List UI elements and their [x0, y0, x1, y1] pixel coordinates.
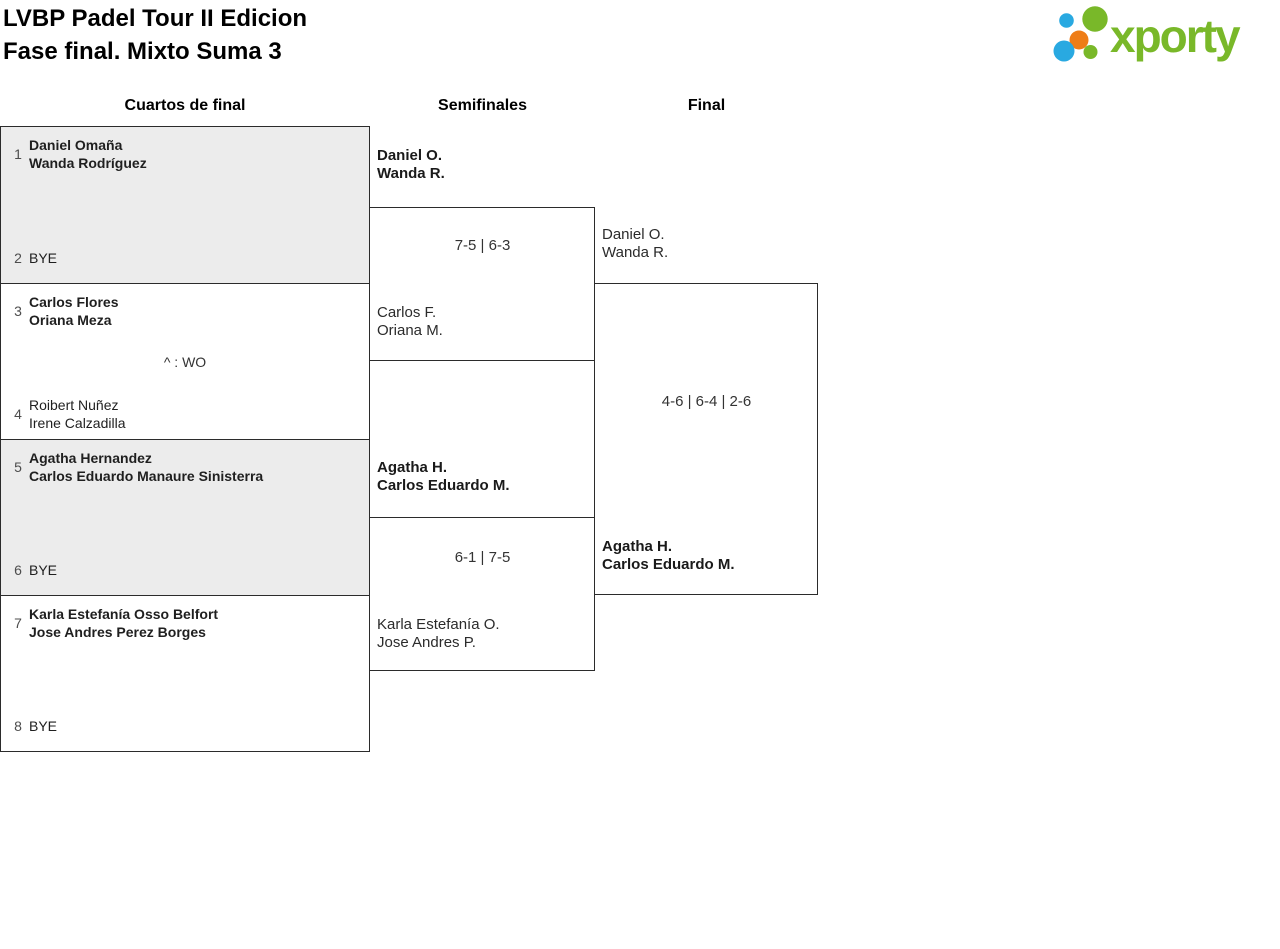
team-name-line: Daniel Omaña [29, 137, 123, 153]
tournament-title-line1: LVBP Padel Tour II Edicion [3, 5, 308, 32]
qf4-top-team: Karla Estefanía Osso Belfort Jose Andres… [29, 605, 218, 641]
sf2-bottom-team: Karla Estefanía O. Jose Andres P. [377, 616, 500, 652]
qf2-top-team: Carlos Flores Oriana Meza [29, 293, 118, 329]
team-name-line: Wanda R. [377, 165, 445, 182]
sf-match-2[interactable] [369, 517, 595, 671]
qf3-bottom-entry: 6 BYE [7, 552, 361, 588]
round-header-cuartos: Cuartos de final [124, 97, 246, 114]
team-name-line: Agatha Hernandez [29, 450, 152, 466]
team-name-line: Daniel O. [377, 147, 443, 164]
team-name-line: Carlos Eduardo M. [602, 556, 735, 573]
qf1-bottom-seed: 2 [14, 250, 22, 266]
team-name-line: Carlos Eduardo Manaure Sinisterra [29, 468, 264, 484]
qf-match-2[interactable]: 3 Carlos Flores Oriana Meza ^ : WO 4 Roi… [0, 283, 370, 440]
team-name-line: Wanda Rodríguez [29, 155, 147, 171]
team-name-line: Wanda R. [602, 244, 669, 261]
qf4-bottom-entry: 8 BYE [7, 708, 361, 744]
tournament-title: LVBP Padel Tour II Edicion Fase final. M… [3, 2, 307, 68]
final-match[interactable] [594, 283, 818, 595]
team-name-line: Oriana M. [377, 322, 443, 339]
team-name-line: Carlos Eduardo M. [377, 477, 510, 494]
qf1-top-team: Daniel Omaña Wanda Rodríguez [29, 136, 147, 172]
team-name-line: Agatha H. [377, 459, 448, 476]
qf4-bottom-team: BYE [29, 717, 57, 735]
qf3-bottom-seed: 6 [14, 562, 22, 578]
qf2-bottom-entry: 4 Roibert Nuñez Irene Calzadilla [7, 396, 361, 432]
team-name-line: Jose Andres P. [377, 634, 476, 651]
team-name-line: Oriana Meza [29, 312, 112, 328]
team-name-line: BYE [29, 718, 58, 734]
final-winner-team: Agatha H. Carlos Eduardo M. [602, 538, 735, 574]
qf-match-3[interactable]: 5 Agatha Hernandez Carlos Eduardo Manaur… [0, 439, 370, 596]
sf1-top-team: Daniel O. Wanda R. [377, 147, 445, 183]
qf2-top-entry: 3 Carlos Flores Oriana Meza [7, 293, 361, 329]
team-name-line: Irene Calzadilla [29, 415, 126, 431]
team-name-line: Jose Andres Perez Borges [29, 624, 206, 640]
team-name-line: Agatha H. [602, 538, 673, 555]
qf3-top-team: Agatha Hernandez Carlos Eduardo Manaure … [29, 449, 263, 485]
sf2-score: 6-1 | 7-5 [454, 549, 511, 566]
qf3-top-entry: 5 Agatha Hernandez Carlos Eduardo Manaur… [7, 449, 361, 485]
final-top-team: Daniel O. Wanda R. [602, 226, 668, 262]
qf-match-4[interactable]: 7 Karla Estefanía Osso Belfort Jose Andr… [0, 595, 370, 752]
qf1-bottom-team: BYE [29, 249, 57, 267]
qf3-bottom-team: BYE [29, 561, 57, 579]
qf2-bottom-seed: 4 [14, 406, 22, 422]
logo-dot-orange [1069, 30, 1089, 50]
team-name-line: BYE [29, 250, 58, 266]
sf1-score: 7-5 | 6-3 [454, 237, 511, 254]
qf4-top-entry: 7 Karla Estefanía Osso Belfort Jose Andr… [7, 605, 361, 641]
qf1-top-entry: 1 Daniel Omaña Wanda Rodríguez [7, 136, 361, 172]
team-name-line: Karla Estefanía Osso Belfort [29, 606, 219, 622]
team-name-line: Carlos Flores [29, 294, 119, 310]
round-header-semifinales: Semifinales [438, 97, 527, 114]
team-name-line: Daniel O. [602, 226, 665, 243]
team-name-line: Roibert Nuñez [29, 397, 119, 413]
round-header-final: Final [687, 97, 726, 114]
team-name-line: BYE [29, 562, 58, 578]
qf2-bottom-team: Roibert Nuñez Irene Calzadilla [29, 396, 126, 432]
qf1-bottom-entry: 2 BYE [7, 240, 361, 276]
sf1-bottom-team: Carlos F. Oriana M. [377, 304, 443, 340]
qf2-top-seed: 3 [14, 303, 22, 319]
qf-match-1[interactable]: 1 Daniel Omaña Wanda Rodríguez 2 BYE [0, 126, 370, 284]
logo-dot-green-small [1083, 45, 1098, 59]
qf2-walkover-note: ^ : WO [163, 354, 207, 370]
qf1-top-seed: 1 [14, 146, 22, 162]
qf4-bottom-seed: 8 [14, 718, 22, 734]
qf3-top-seed: 5 [14, 459, 22, 475]
logo-dot-green-large [1082, 6, 1108, 32]
logo-dot-blue-large [1053, 40, 1075, 62]
logo-wordmark: xporty [1110, 10, 1241, 62]
logo-dot-blue-small [1059, 13, 1074, 28]
team-name-line: Carlos F. [377, 304, 437, 321]
final-score: 4-6 | 6-4 | 2-6 [661, 393, 752, 410]
team-name-line: Karla Estefanía O. [377, 616, 500, 633]
xporty-logo[interactable]: xporty [1050, 0, 1280, 75]
sf2-top-team: Agatha H. Carlos Eduardo M. [377, 459, 510, 495]
qf4-top-seed: 7 [14, 615, 22, 631]
tournament-title-line2: Fase final. Mixto Suma 3 [3, 38, 282, 65]
